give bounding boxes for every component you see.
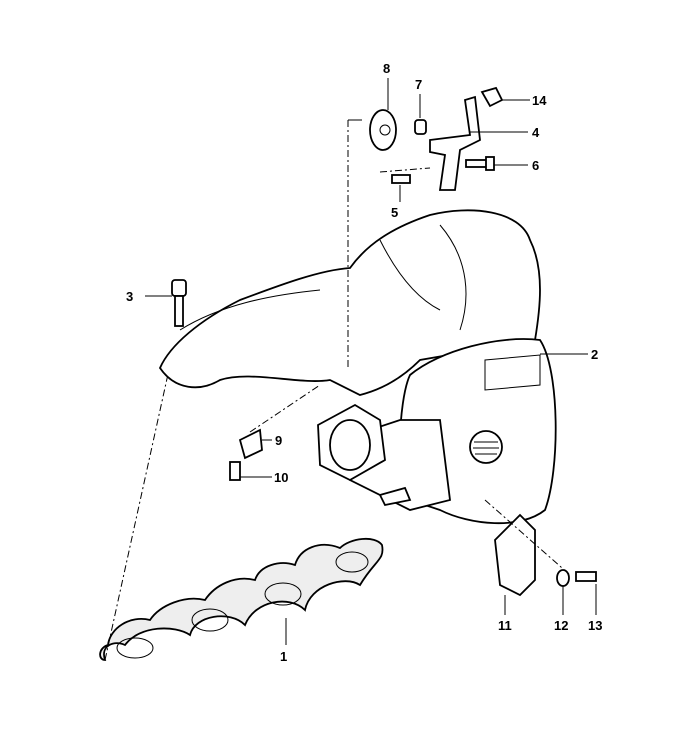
heat-exchanger-part <box>317 338 557 525</box>
screw-10-part <box>229 461 241 481</box>
callout-6: 6 <box>532 158 540 173</box>
callout-14: 14 <box>532 93 547 108</box>
callout-2: 2 <box>591 347 599 362</box>
bracket-9-part <box>238 428 263 460</box>
bracket-11-part <box>494 513 536 597</box>
bracket-4-part <box>429 95 481 191</box>
callout-5: 5 <box>391 205 399 220</box>
callout-7: 7 <box>415 77 423 92</box>
callout-13: 13 <box>588 618 603 633</box>
callout-1: 1 <box>280 649 288 664</box>
manifold-part <box>158 209 541 396</box>
callout-9: 9 <box>275 433 283 448</box>
callout-10: 10 <box>274 470 289 485</box>
spacer-part <box>414 119 427 135</box>
callout-3: 3 <box>126 289 134 304</box>
callout-11: 11 <box>498 618 512 633</box>
screw-5-part <box>391 174 411 184</box>
washer-part <box>556 569 570 587</box>
gasket-part <box>99 538 384 661</box>
callout-8: 8 <box>383 61 391 76</box>
rubber-mount-part <box>369 109 397 151</box>
callout-4: 4 <box>532 125 540 140</box>
bolt-3-part <box>171 279 187 327</box>
screw-6-part <box>465 159 489 168</box>
bolt-13-part <box>575 571 597 582</box>
clip-nut-part <box>480 86 504 108</box>
callout-12: 12 <box>554 618 569 633</box>
